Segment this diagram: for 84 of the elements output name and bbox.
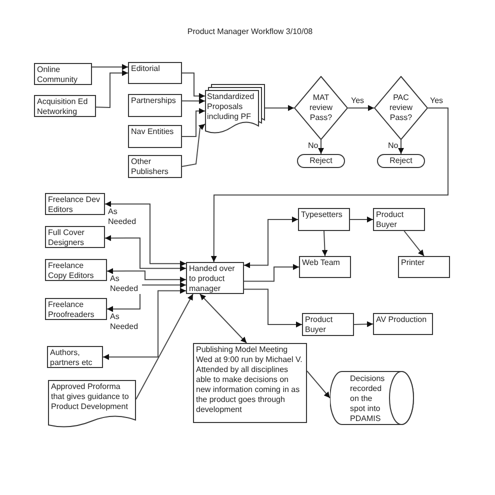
node-text: Handed over to product manager xyxy=(189,264,236,294)
arrow xyxy=(210,108,448,262)
arrow xyxy=(322,230,328,256)
process-box xyxy=(34,95,96,117)
node-text: Approved Proforma that gives guidance to Product Development xyxy=(51,382,130,412)
arrow xyxy=(350,216,374,222)
node-text: Printer xyxy=(401,258,426,268)
terminator-pill xyxy=(377,154,425,168)
process-box xyxy=(128,125,182,148)
process-box xyxy=(302,313,354,336)
edge-label: No xyxy=(308,141,318,151)
document-shape xyxy=(48,380,136,428)
arrow xyxy=(264,105,294,111)
node-text: Other Publishers xyxy=(131,157,170,177)
arrow xyxy=(318,140,324,154)
arrow xyxy=(354,321,374,328)
node-text: Typesetters xyxy=(301,210,344,220)
arrow xyxy=(182,124,206,167)
process-box xyxy=(34,63,92,85)
arrow xyxy=(404,230,424,256)
process-box xyxy=(128,62,182,84)
node-text: Nav Entities xyxy=(131,127,175,137)
node-text: Editorial xyxy=(131,64,161,74)
arrow xyxy=(104,201,186,267)
process-box xyxy=(128,155,182,178)
arrow xyxy=(96,70,128,108)
node-text: Standardized Proposals including PF xyxy=(207,92,256,122)
arrow xyxy=(244,288,302,328)
edge-label: As Needed xyxy=(110,274,142,294)
edge-label: No xyxy=(388,141,398,151)
node-text: Web Team xyxy=(302,258,341,268)
arrow xyxy=(106,268,186,283)
arrow xyxy=(106,282,186,312)
arrow xyxy=(104,235,186,272)
node-text: Product Buyer xyxy=(376,210,405,230)
node-text: Reject xyxy=(390,156,412,166)
node-text: Freelance Proofreaders xyxy=(48,300,96,320)
node-text: Partnerships xyxy=(131,96,177,106)
node-text: Online Community xyxy=(37,65,78,85)
arrow xyxy=(199,294,248,344)
node-text: Publishing Model Meeting Wed at 9:00 run by Michael V. Attended by all disciplines able to make decisions on new information coming in as the product goes through development xyxy=(196,345,304,415)
arrow xyxy=(398,140,404,154)
node-text: PAC review Pass? xyxy=(388,93,414,123)
arrow xyxy=(92,64,128,70)
edge-label: Yes xyxy=(351,96,364,106)
arrow xyxy=(348,105,374,111)
node-text: Freelance Dev Editors xyxy=(48,195,102,215)
process-box xyxy=(299,256,351,278)
arrow xyxy=(182,98,206,104)
terminator-pill xyxy=(297,154,345,168)
decision-diamond xyxy=(374,76,428,140)
node-text: Product Buyer xyxy=(305,315,334,335)
edge-label: Yes xyxy=(430,96,444,106)
node-text: MAT review Pass? xyxy=(308,93,334,123)
process-box xyxy=(373,208,425,231)
process-box xyxy=(193,343,307,423)
process-box xyxy=(45,259,107,281)
process-box xyxy=(45,226,105,248)
process-box xyxy=(298,208,350,231)
node-text: AV Production xyxy=(376,315,428,325)
arrow xyxy=(102,288,186,360)
arrow xyxy=(136,294,194,400)
node-text: Authors, partners etc xyxy=(50,348,94,368)
decision-diamond xyxy=(294,76,348,140)
node-text: Reject xyxy=(310,156,332,166)
arrow xyxy=(182,108,206,137)
node-text: Acquisition Ed Networking xyxy=(37,97,89,117)
arrow xyxy=(244,264,300,282)
process-box xyxy=(47,346,103,368)
process-box xyxy=(45,298,107,320)
arrow xyxy=(306,370,330,398)
node-text: Decisions recorded on the spot into PDAMIS xyxy=(350,374,386,424)
process-box xyxy=(398,256,450,278)
arrow xyxy=(182,72,206,99)
database-cylinder xyxy=(330,371,414,425)
arrow xyxy=(244,216,298,268)
process-box xyxy=(128,94,182,117)
node-text: Freelance Copy Editors xyxy=(48,261,95,281)
node-text: Full Cover Designers xyxy=(48,228,86,248)
diagram-title: Product Manager Workflow 3/10/08 xyxy=(186,26,314,38)
process-box xyxy=(45,193,105,215)
process-box xyxy=(186,262,244,294)
process-box xyxy=(373,313,433,335)
multi-document-shape xyxy=(205,84,265,134)
